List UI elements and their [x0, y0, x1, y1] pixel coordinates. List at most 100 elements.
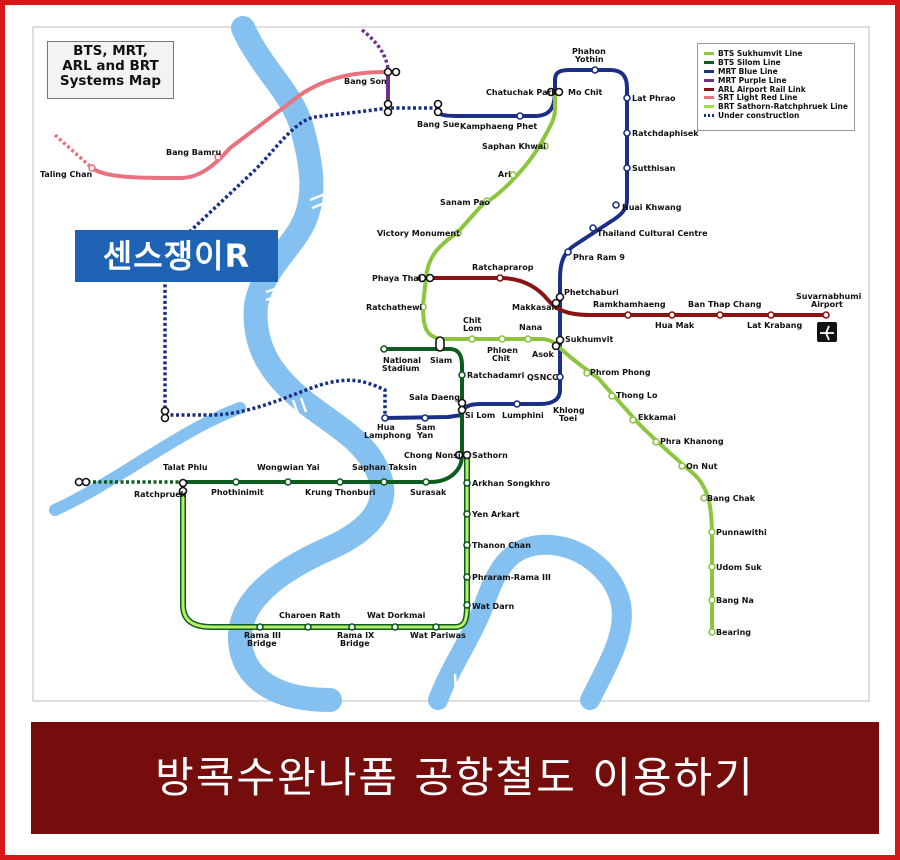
station-label: Victory Monument — [377, 229, 460, 238]
legend-label: MRT Purple Line — [718, 75, 787, 85]
station-label: Yan — [416, 431, 433, 440]
station-label: Sam — [416, 423, 436, 432]
station-label: Lat Krabang — [747, 321, 802, 330]
station-label: Mo Chit — [568, 88, 603, 97]
legend-item: BTS Silom Line — [704, 58, 848, 67]
station-label: Chit — [492, 354, 510, 363]
station-labels: Bang Son Bang Sue Kamphaeng Phet Chatuch… — [40, 47, 862, 648]
station-label: Siam — [430, 356, 452, 365]
arl-airport-rail-link — [426, 276, 826, 317]
station-label: Arkhan Songkhro — [472, 479, 551, 488]
legend-item: ARL Airport Rail Link — [704, 85, 848, 94]
legend-label: MRT Blue Line — [718, 66, 778, 76]
station-label: Yothin — [574, 55, 604, 64]
station-label: Bang Bamru — [166, 148, 221, 157]
station-label: Charoen Rath — [279, 611, 341, 620]
legend-item: Under construction — [704, 111, 848, 120]
station-label: Talat Phlu — [163, 463, 208, 472]
station-label: Bridge — [340, 639, 370, 648]
station-label: Sukhumvit — [565, 335, 613, 344]
legend-item: MRT Purple Line — [704, 76, 848, 85]
map-title-box: BTS, MRT, ARL and BRT Systems Map — [47, 41, 174, 99]
legend-swatch — [704, 51, 714, 55]
station-label: Ratchadamri — [467, 371, 525, 380]
station-label: Ratchdaphisek — [632, 129, 699, 138]
legend-item: BTS Sukhumvit Line — [704, 49, 848, 58]
brt-line — [180, 455, 470, 630]
station-label: Punnawithi — [716, 528, 767, 537]
station-label: Chatuchak Park — [486, 88, 557, 97]
station-label: Thanon Chan — [472, 541, 531, 550]
station-label: Wat Darn — [472, 602, 515, 611]
mrt-blue-line — [384, 68, 629, 420]
legend-swatch — [704, 96, 714, 100]
legend-swatch — [704, 105, 714, 109]
station-label: Ekkamai — [638, 413, 676, 422]
station-label: Hua Mak — [655, 321, 695, 330]
legend-label: SRT Light Red Line — [718, 93, 798, 103]
station-label: Wat Pariwas — [410, 631, 466, 640]
station-label: Sala Daeng — [409, 393, 460, 402]
legend-item: SRT Light Red Line — [704, 93, 848, 102]
station-label: Taling Chan — [40, 170, 92, 179]
station-label: Yen Arkart — [471, 510, 520, 519]
under-construction-lines — [163, 106, 438, 418]
srt-light-red-line — [90, 70, 398, 181]
station-label: Phloen — [487, 346, 518, 355]
map-panel — [32, 26, 870, 702]
station-label: Thong Lo — [616, 391, 658, 400]
legend-label: ARL Airport Rail Link — [718, 84, 806, 94]
station-label: Suvarnabhumi — [796, 292, 862, 301]
station-label: Surasak — [410, 488, 447, 497]
station-markers — [74, 66, 830, 636]
station-label: Makkasan — [512, 303, 558, 312]
station-label: Chong Nonsi — [404, 451, 461, 460]
station-label: Huai Khwang — [622, 203, 682, 212]
station-label: Phothinimit — [211, 488, 264, 497]
legend-swatch — [704, 114, 714, 118]
station-label: Bearing — [716, 628, 751, 637]
station-label: Bang Sue — [417, 120, 460, 129]
legend-swatch — [704, 87, 714, 91]
station-label: Bang Chak — [707, 494, 756, 503]
station-label: Lom — [463, 324, 482, 333]
station-label: Chit — [463, 316, 481, 325]
legend-label: Under construction — [718, 111, 800, 121]
station-label: Si Lom — [465, 411, 495, 420]
river — [49, 16, 632, 712]
legend-swatch — [704, 78, 714, 82]
station-label: Phra Khanong — [660, 437, 724, 446]
station-label: Wat Dorkmai — [367, 611, 426, 620]
brand-badge: 센스쟁이R — [75, 230, 278, 282]
airport-icon — [817, 322, 837, 342]
station-label: Sutthisan — [632, 164, 676, 173]
station-label: Sanam Pao — [440, 198, 490, 207]
station-label: Nana — [519, 323, 542, 332]
station-label: Toei — [559, 414, 577, 423]
map-title-line: BTS, MRT, — [73, 43, 148, 59]
legend-label: BRT Sathorn-Ratchphruek Line — [718, 102, 848, 112]
title-banner: 방콕수완나폼 공항철도 이용하기 — [31, 722, 879, 834]
srt-construction-line — [53, 133, 94, 170]
station-label: Lumphini — [502, 411, 544, 420]
station-label: Phaya Thai — [372, 274, 422, 283]
station-label: Rama IX — [337, 631, 375, 640]
station-label: Krung Thonburi — [305, 488, 376, 497]
station-label: Thailand Cultural Centre — [597, 229, 708, 238]
station-label: Khlong — [553, 406, 585, 415]
station-label: Saphan Taksin — [352, 463, 417, 472]
legend-label: BTS Sukhumvit Line — [718, 48, 803, 58]
legend-swatch — [704, 60, 714, 64]
map-title-line: ARL and BRT — [62, 58, 159, 74]
station-label: Stadium — [382, 364, 419, 373]
station-label: On Nut — [686, 462, 718, 471]
station-label: Rama III — [244, 631, 281, 640]
legend-item: MRT Blue Line — [704, 67, 848, 76]
station-label: Udom Suk — [716, 563, 762, 572]
station-label: Ratchaprarop — [472, 263, 534, 272]
station-label: Bang Son — [344, 77, 387, 86]
station-label: Saphan Khwai — [482, 142, 546, 151]
station-label: Kamphaeng Phet — [460, 122, 537, 131]
